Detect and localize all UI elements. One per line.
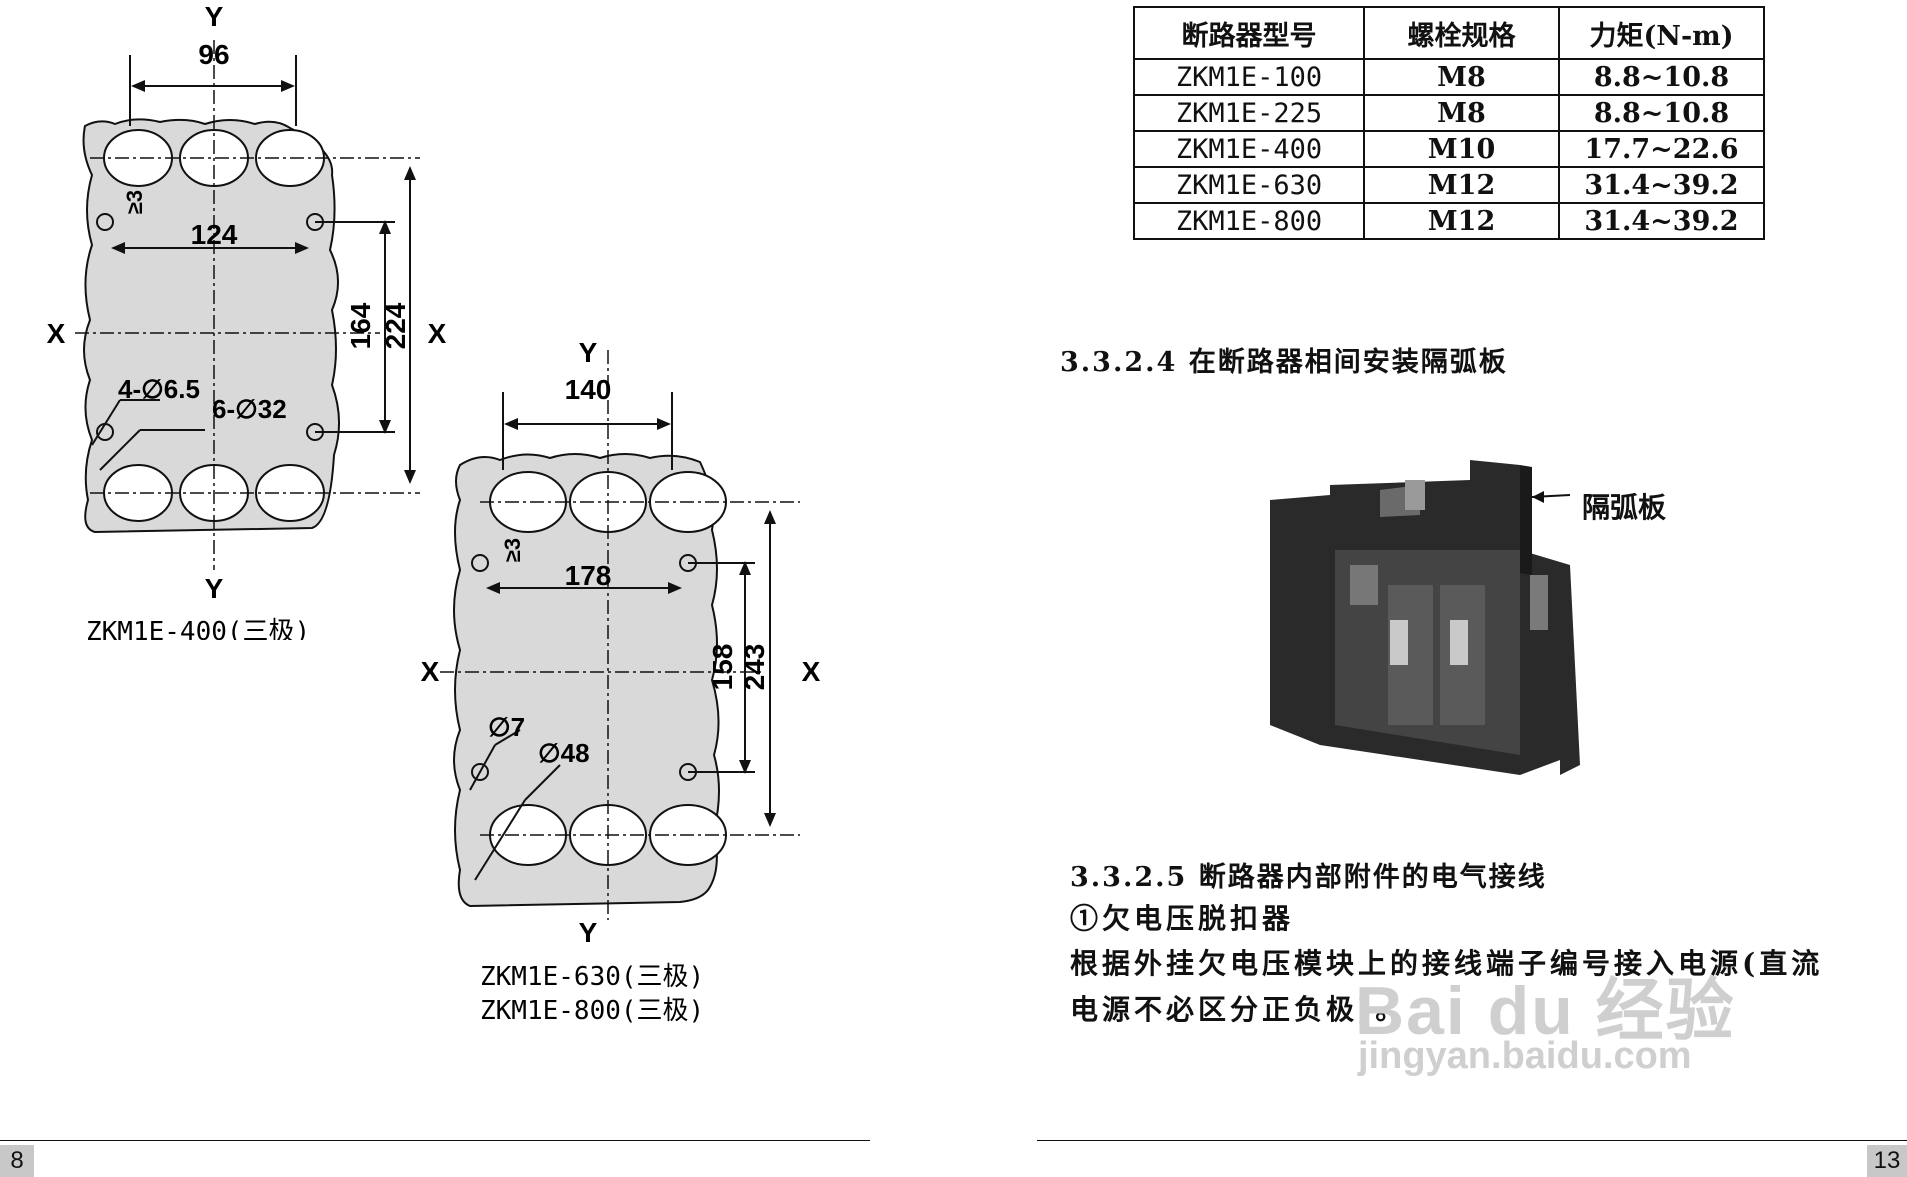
cell-torque: 31.4~39.2 (1558, 166, 1765, 204)
axis-label-x-right: X (428, 318, 447, 349)
axis-label-y-bottom: Y (205, 573, 224, 604)
cell-bolt: M10 (1363, 130, 1560, 168)
cell-torque: 8.8~10.8 (1558, 58, 1765, 96)
page-number-left: 8 (0, 1145, 34, 1177)
arc-barrier-callout: 隔弧板 (1582, 491, 1667, 524)
terminal-hole-label: 6-∅32 (212, 394, 287, 424)
page-number-right: 13 (1867, 1145, 1907, 1177)
baidu-watermark-url: jingyan.baidu.com (1358, 1035, 1692, 1077)
axis-label-y-top: Y (205, 1, 224, 32)
axis-label-x-left: X (421, 656, 440, 687)
axis-label-x-right: X (802, 656, 821, 687)
cell-torque: 31.4~39.2 (1558, 202, 1765, 240)
table-header-row: 断路器型号 螺栓规格 力矩(N-m) (1133, 6, 1765, 60)
header-bolt: 螺栓规格 (1363, 6, 1560, 60)
clearance-label: ≥3 (122, 190, 147, 214)
wiring-instruction-line1: 根据外挂欠电压模块上的接线端子编号接入电源(直流 (1070, 947, 1824, 980)
cell-bolt: M8 (1363, 58, 1560, 96)
axis-label-y-top: Y (579, 337, 598, 368)
table-row: ZKM1E-400 M10 17.7~22.6 (1133, 130, 1765, 168)
bolt-torque-table: 断路器型号 螺栓规格 力矩(N-m) ZKM1E-100 M8 8.8~10.8… (1133, 6, 1765, 240)
cell-bolt: M12 (1363, 166, 1560, 204)
table-row: ZKM1E-225 M8 8.8~10.8 (1133, 94, 1765, 132)
cell-torque: 8.8~10.8 (1558, 94, 1765, 132)
cell-bolt: M12 (1363, 202, 1560, 240)
header-torque: 力矩(N-m) (1558, 6, 1765, 60)
table-row: ZKM1E-100 M8 8.8~10.8 (1133, 58, 1765, 96)
dim-inner-height: 158 (707, 644, 738, 691)
clearance-label: ≥3 (500, 538, 525, 562)
mounting-hole-label: ∅7 (488, 712, 525, 742)
cell-model: ZKM1E-225 (1133, 94, 1365, 132)
cell-model: ZKM1E-100 (1133, 58, 1365, 96)
cell-model: ZKM1E-630 (1133, 166, 1365, 204)
dim-outer-height: 243 (739, 644, 770, 691)
terminal-hole-label: ∅48 (538, 738, 590, 768)
drawing1-caption: ZKM1E-400(三极) (86, 617, 310, 640)
section-heading-3-3-2-5: 3.3.2.5 断路器内部附件的电气接线 (1070, 862, 1547, 893)
cell-torque: 17.7~22.6 (1558, 130, 1765, 168)
undervoltage-release-item: ①欠电压脱扣器 (1070, 902, 1295, 935)
dim-top-width: 96 (198, 39, 229, 70)
cell-model: ZKM1E-800 (1133, 202, 1365, 240)
header-model: 断路器型号 (1133, 6, 1365, 60)
section-heading-3-3-2-4: 3.3.2.4 在断路器相间安装隔弧板 (1060, 347, 1508, 378)
cell-model: ZKM1E-400 (1133, 130, 1365, 168)
footer-rule-right (1037, 1140, 1907, 1141)
arc-barrier-photo (1270, 460, 1580, 775)
dim-mid-width: 124 (191, 219, 238, 250)
footer-rule-left (0, 1140, 870, 1141)
cell-bolt: M8 (1363, 94, 1560, 132)
mounting-hole-label: 4-∅6.5 (118, 374, 200, 404)
dim-outer-height: 224 (380, 302, 411, 349)
dim-mid-width: 178 (565, 560, 612, 591)
mounting-drawing-zkm1e-400: Y 96 124 X X 164 224 ≥3 4-∅6.5 6-∅32 Y Z… (47, 1, 447, 640)
table-row: ZKM1E-800 M12 31.4~39.2 (1133, 202, 1765, 240)
dim-top-width: 140 (565, 374, 612, 405)
drawing2-caption-line1: ZKM1E-630(三极) (480, 962, 704, 992)
dim-inner-height: 164 (345, 302, 376, 349)
axis-label-x-left: X (47, 318, 66, 349)
drawing2-caption-line2: ZKM1E-800(三极) (480, 996, 704, 1026)
wiring-instruction-line2: 电源不必区分正负极)。 (1070, 993, 1408, 1026)
table-row: ZKM1E-630 M12 31.4~39.2 (1133, 166, 1765, 204)
axis-label-y-bottom: Y (579, 917, 598, 948)
mounting-drawing-zkm1e-630-800: Y 140 178 X X 158 243 ≥3 ∅7 ∅48 Y ZKM1E-… (421, 337, 821, 1026)
